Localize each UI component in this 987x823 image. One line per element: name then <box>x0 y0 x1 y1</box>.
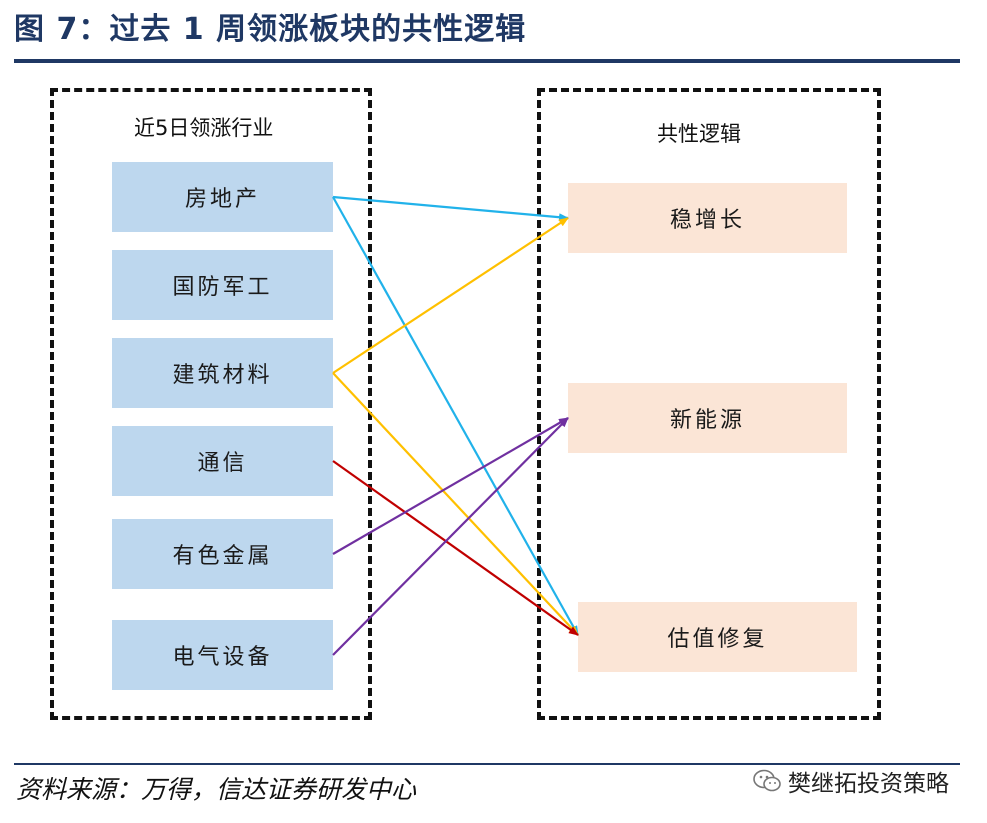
industry-telecom: 通信 <box>112 426 333 496</box>
arrow-4-to-1 <box>332 417 569 555</box>
arrow-5-to-1 <box>332 417 569 656</box>
brand-watermark: 樊继拓投资策略 <box>752 764 949 798</box>
industry-electrical-equipment: 电气设备 <box>112 620 333 690</box>
industry-defense: 国防军工 <box>112 250 333 320</box>
arrow-0-to-0 <box>332 195 569 222</box>
figure-title: 图 7：过去 1 周领涨板块的共性逻辑 <box>14 12 527 47</box>
arrow-3-to-2 <box>332 460 579 636</box>
logic-panel-title: 共性逻辑 <box>657 122 741 146</box>
logic-stable-growth: 稳增长 <box>568 183 847 253</box>
industries-panel <box>50 88 372 720</box>
logic-panel <box>537 88 881 720</box>
brand-name: 樊继拓投资策略 <box>788 771 949 797</box>
logic-valuation-repair: 估值修复 <box>578 602 857 672</box>
title-underline <box>14 59 960 63</box>
industry-nonferrous-metals: 有色金属 <box>112 519 333 589</box>
wechat-icon <box>753 769 781 792</box>
arrow-2-to-0 <box>332 217 569 374</box>
logic-new-energy: 新能源 <box>568 383 847 453</box>
arrow-2-to-2 <box>332 372 579 636</box>
source-note: 资料来源：万得，信达证券研发中心 <box>16 775 417 804</box>
footer-rule <box>14 763 960 765</box>
industry-real-estate: 房地产 <box>112 162 333 232</box>
industries-panel-title: 近5日领涨行业 <box>134 116 274 140</box>
industry-building-materials: 建筑材料 <box>112 338 333 408</box>
arrow-0-to-2 <box>332 196 579 636</box>
